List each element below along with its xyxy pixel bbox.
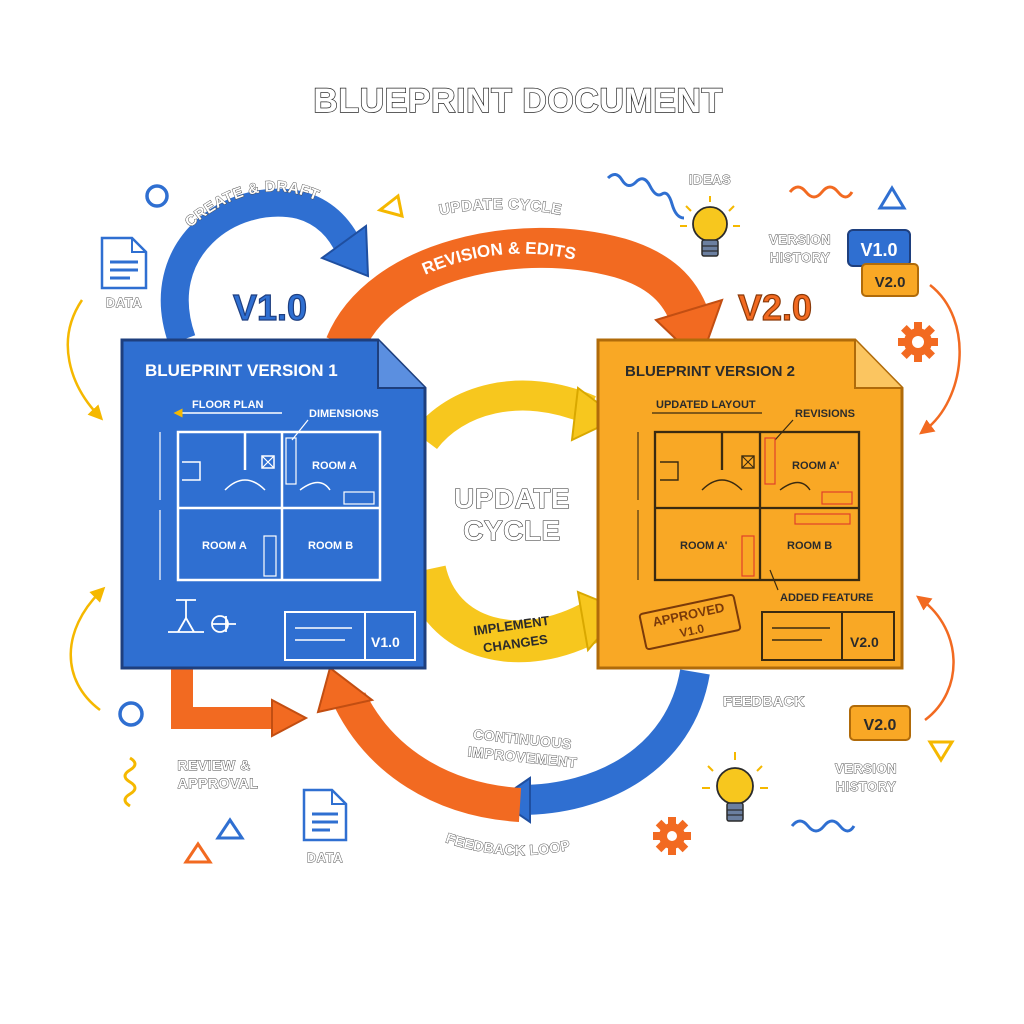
svg-text:FEEDBACK LOOP: FEEDBACK LOOP	[444, 830, 572, 858]
data-to-doc1-arrow	[66, 299, 104, 421]
plumbing-symbol-icon	[168, 599, 236, 633]
doc2-version-label: V2.0	[850, 634, 879, 650]
doc1-room-a-bottom: ROOM A	[202, 540, 247, 552]
doc2-updated-layout-label: UPDATED LAYOUT	[656, 399, 756, 411]
feedback-loop-arrow	[316, 666, 522, 822]
circle-icon	[118, 701, 144, 727]
data-label-bottom: DATA	[307, 850, 343, 865]
version-badge-v2-small: V2.0	[849, 705, 911, 741]
doc1-floor-plan-label: FLOOR PLAN	[192, 399, 264, 411]
version-history-top-line1: VERSION	[769, 232, 831, 247]
update-cycle-center-line2: CYCLE	[463, 515, 560, 546]
doc2-added-feature-label: ADDED FEATURE	[780, 592, 873, 604]
history-bottom-arrow	[916, 595, 955, 721]
blueprint-version-2-document: BLUEPRINT VERSION 2 UPDATED LAYOUT REVIS…	[596, 338, 904, 670]
data-label-top: DATA	[106, 295, 142, 310]
doc1-room-b: ROOM B	[308, 540, 353, 552]
gear-icon	[898, 322, 938, 362]
create-draft-arrow	[156, 184, 370, 358]
doc2-title-block	[761, 611, 895, 661]
review-label-line1: REVIEW &	[177, 757, 250, 773]
doc1-title-block	[284, 611, 416, 661]
version-history-bottom-line2: HISTORY	[836, 779, 897, 794]
ideas-label: IDEAS	[689, 172, 731, 187]
lightbulb-icon	[702, 752, 768, 822]
triangle-icon	[183, 841, 213, 864]
doc1-version-label: V1.0	[371, 634, 400, 650]
lightbulb-icon	[680, 196, 740, 257]
squiggle-icon	[790, 819, 856, 833]
review-approval-arrow	[171, 668, 309, 738]
doc1-to-circle-arrow	[69, 586, 106, 711]
feedback-loop-label: FEEDBACK LOOP	[444, 829, 572, 858]
doc2-room-b: ROOM B	[787, 540, 832, 552]
update-cycle-label: UPDATE CYCLE	[437, 195, 563, 219]
update-cycle-center-line1: UPDATE	[454, 483, 570, 514]
triangle-icon	[376, 193, 404, 219]
version-badge-v2: V2.0	[861, 263, 919, 297]
doc2-revisions-label: REVISIONS	[795, 408, 855, 420]
triangle-icon	[215, 817, 245, 840]
version-badge-v1-text: V1.0	[860, 240, 897, 260]
version-badge-v1: V1.0	[847, 229, 911, 267]
svg-text:UPDATE CYCLE: UPDATE CYCLE	[438, 196, 564, 219]
version-history-top-line2: HISTORY	[770, 250, 831, 265]
doc2-title: BLUEPRINT VERSION 2	[625, 363, 795, 380]
version-badge-v2-text: V2.0	[875, 274, 906, 291]
triangle-icon	[877, 185, 907, 210]
doc1-dimensions-label: DIMENSIONS	[309, 408, 379, 420]
squiggle-icon	[123, 756, 137, 808]
document-icon	[100, 236, 148, 290]
history-to-doc2-arrow	[919, 284, 961, 435]
feedback-label: FEEDBACK	[723, 693, 805, 709]
yellow-upper-arrow	[413, 380, 620, 450]
doc2-room-a-bottom: ROOM A'	[680, 540, 728, 552]
doc1-floor-plan	[159, 430, 382, 582]
doc2-floor-plan	[637, 430, 861, 582]
stamp-version-text: V1.0	[678, 621, 705, 640]
squiggle-icon	[788, 185, 854, 199]
page-title: BLUEPRINT DOCUMENT	[313, 82, 722, 120]
big-version-v1: V1.0	[233, 287, 307, 328]
big-version-v2: V2.0	[738, 287, 812, 328]
squiggle-icon	[606, 173, 685, 220]
version-badge-v2-small-text: V2.0	[864, 717, 897, 734]
document-icon	[302, 788, 348, 842]
doc1-room-a-top: ROOM A	[312, 460, 357, 472]
doc1-title: BLUEPRINT VERSION 1	[145, 361, 338, 380]
version-history-bottom-line1: VERSION	[835, 761, 897, 776]
review-label-line2: APPROVAL	[178, 775, 259, 791]
blueprint-version-1-document: BLUEPRINT VERSION 1 FLOOR PLAN DIMENSION…	[120, 338, 427, 670]
doc2-room-a-top: ROOM A'	[792, 460, 840, 472]
circle-icon	[145, 184, 169, 208]
gear-icon	[653, 817, 691, 855]
triangle-icon	[927, 740, 955, 763]
